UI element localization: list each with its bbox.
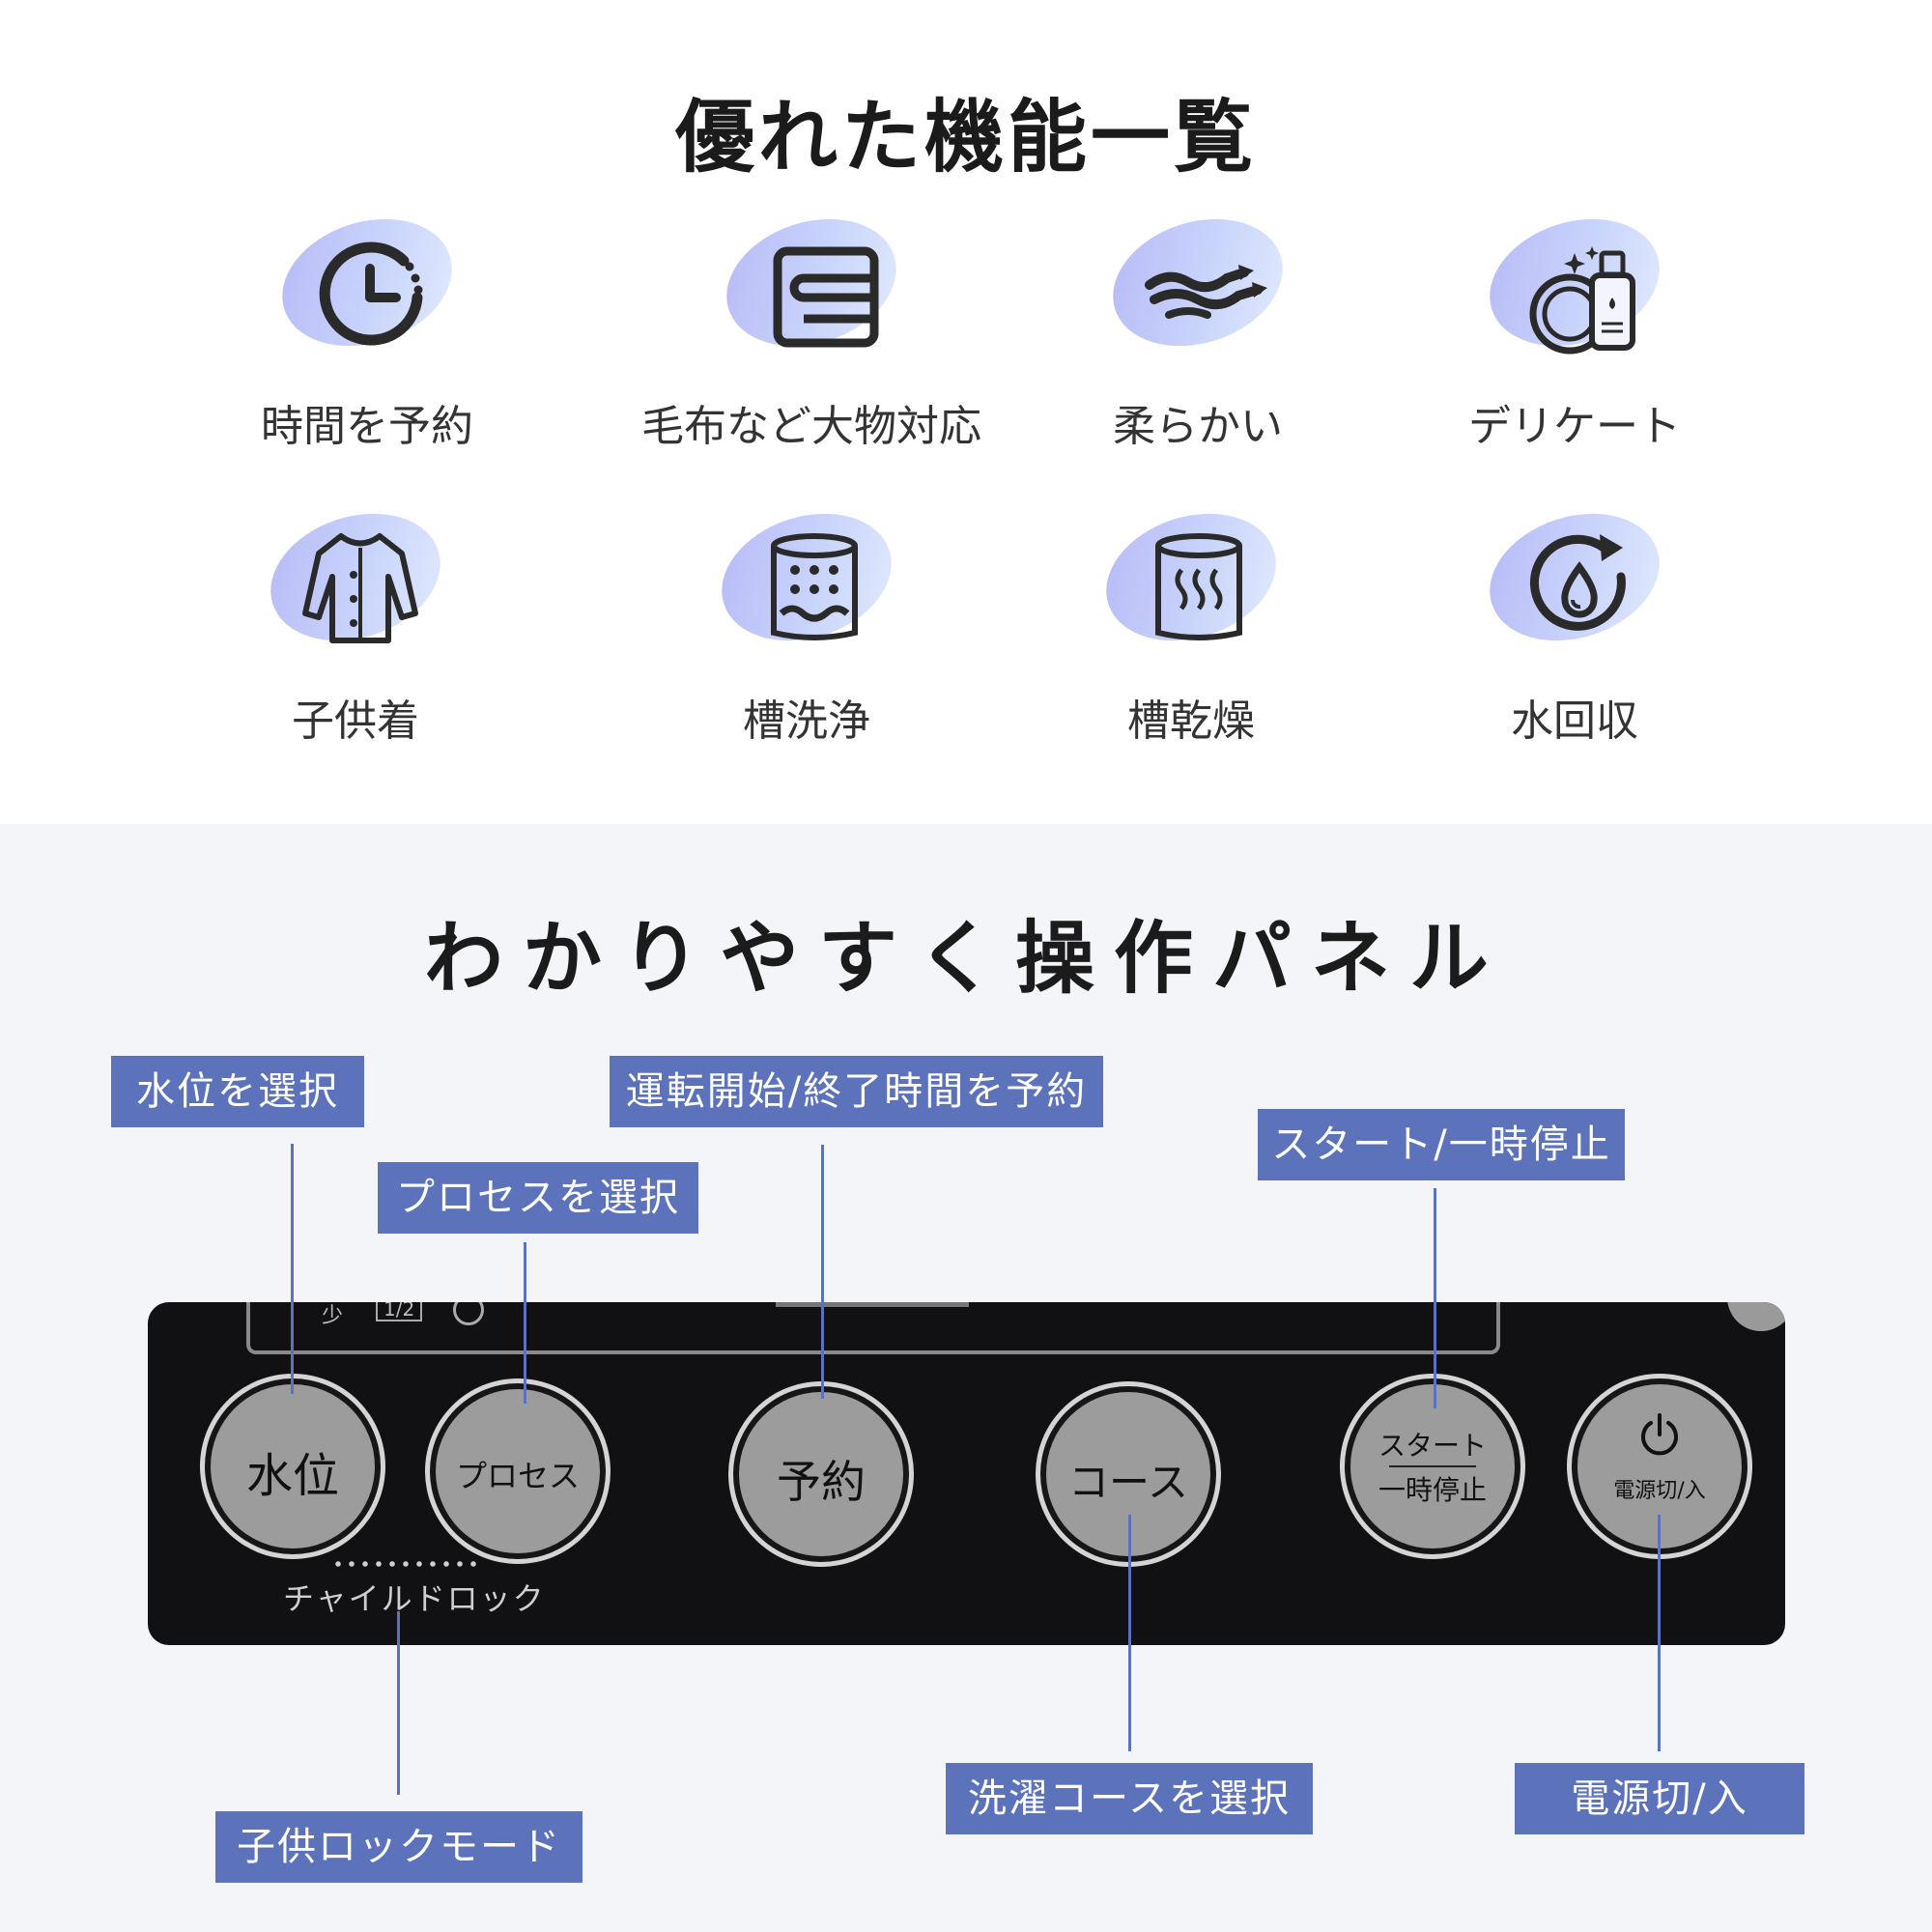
reserve-button-label: 予約: [777, 1456, 866, 1508]
control-panel: 少 1/2 水位 プロセス 予約 コース スタート 一時停止 電源切/入 チャイ…: [148, 1302, 1785, 1645]
reserve-button[interactable]: 予約: [739, 1392, 903, 1556]
callout-child-lock-mode: 子供ロックモード: [215, 1811, 582, 1883]
child-lock-dots: [331, 1561, 476, 1567]
callout-line-water-level-overlay: [291, 1302, 294, 1394]
callout-line-course: [1128, 1515, 1131, 1751]
detergent-plate-icon: [1529, 246, 1635, 355]
display-frame: [246, 1302, 1500, 1354]
indicator-small-label: 少: [322, 1304, 344, 1328]
feature-large-items: 毛布など大物対応: [609, 198, 1014, 493]
baby-clothes-icon: [302, 533, 418, 643]
callout-course: 洗濯コースを選択: [946, 1763, 1313, 1834]
callout-line-start-overlay: [1434, 1302, 1436, 1408]
wind-waves-icon: [1145, 265, 1267, 319]
callout-process: プロセスを選択: [378, 1162, 698, 1234]
feature-tub-dry: 槽乾燥: [988, 493, 1394, 787]
tub-drying-icon: [1155, 533, 1242, 640]
feature-delicate: デリケート: [1372, 198, 1777, 493]
features-section: 優れた機能一覧 時間を予約 毛布など大物対応 柔: [0, 0, 1932, 824]
process-button[interactable]: プロセス: [436, 1389, 600, 1553]
water-recycle-icon: [1529, 534, 1626, 631]
pause-button-label: 一時停止: [1378, 1474, 1487, 1506]
feature-label: 毛布など大物対応: [641, 402, 981, 451]
feature-label: 水回収: [1511, 696, 1638, 746]
start-pause-button[interactable]: スタート 一時停止: [1350, 1384, 1515, 1548]
course-button-label: コース: [1068, 1459, 1188, 1506]
panel-corner-knob: [1727, 1302, 1785, 1331]
feature-time-reserve: 時間を予約: [164, 198, 570, 493]
callout-line-child-lock: [397, 1611, 400, 1795]
feature-label: 時間を予約: [261, 402, 473, 451]
power-button-label: 電源切/入: [1613, 1479, 1706, 1503]
feature-water-recycle: 水回収: [1372, 493, 1777, 787]
callout-line-process-overlay: [524, 1302, 526, 1404]
process-button-label: プロセス: [455, 1458, 580, 1494]
panel-title: わかりやすく操作パネル: [423, 913, 1508, 1005]
water-level-button[interactable]: 水位: [211, 1384, 375, 1548]
callout-reserve: 運転開始/終了時間を予約: [610, 1056, 1103, 1127]
feature-label: 子供着: [292, 696, 419, 746]
child-lock-label: チャイルドロック: [283, 1580, 546, 1617]
callout-line-water-level: [291, 1144, 294, 1395]
feature-tub-clean: 槽洗浄: [604, 493, 1009, 787]
feature-label: 柔らかい: [1113, 402, 1283, 451]
callout-line-reserve: [821, 1145, 824, 1401]
callout-water-level: 水位を選択: [111, 1056, 364, 1127]
feature-label: 槽洗浄: [743, 696, 870, 746]
feature-label: 槽乾燥: [1127, 696, 1255, 746]
display-segment: [776, 1302, 969, 1307]
feature-label: デリケート: [1468, 402, 1681, 451]
tub-cleaning-icon: [771, 533, 858, 640]
feature-soft: 柔らかい: [995, 198, 1401, 493]
callout-line-power: [1658, 1515, 1661, 1751]
callout-power: 電源切/入: [1515, 1763, 1804, 1834]
indicator-lamp-icon: [453, 1302, 484, 1325]
callout-line-reserve-overlay: [821, 1302, 824, 1399]
callout-start-pause: スタート/一時停止: [1258, 1109, 1625, 1180]
indicator-fraction: 1/2: [376, 1302, 423, 1321]
callout-line-start-pause: [1434, 1188, 1436, 1410]
start-button-label: スタート: [1378, 1430, 1487, 1462]
features-title: 優れた機能一覧: [674, 92, 1257, 184]
feature-kids-clothes: 子供着: [153, 493, 558, 787]
water-level-button-label: 水位: [245, 1449, 339, 1503]
folded-blanket-icon: [773, 246, 879, 348]
clock-timer-icon: [319, 242, 423, 346]
power-icon: [1641, 1413, 1678, 1456]
